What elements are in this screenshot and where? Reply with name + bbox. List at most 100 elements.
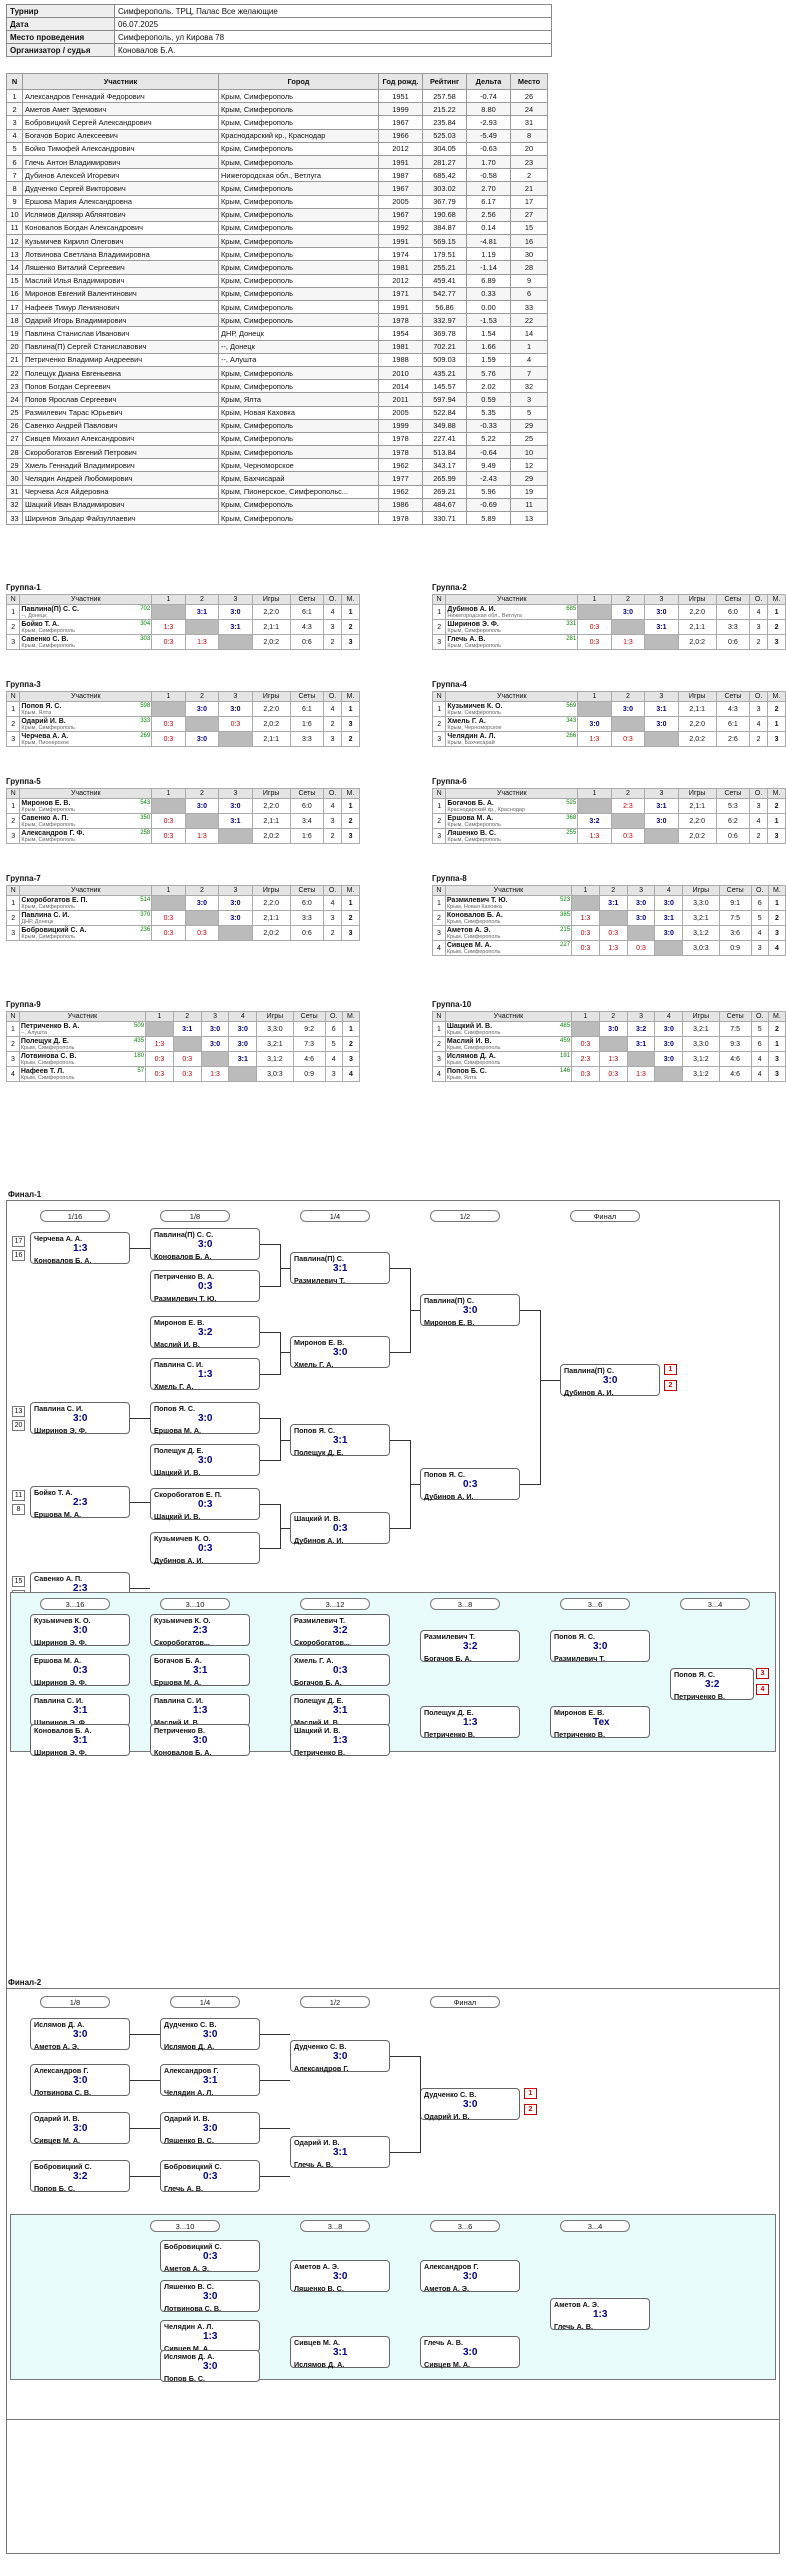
match-player-b: Попов Б. С. <box>164 2374 206 2383</box>
player-cell: 435.21 <box>422 365 467 381</box>
match-score: 1:3 <box>463 1717 478 1728</box>
bracket-line <box>260 2080 290 2081</box>
player-cell: 10 <box>510 445 548 460</box>
group-sets: 0:6 <box>715 634 751 650</box>
player-cell: Крым, Симферополь <box>218 497 379 513</box>
player-cell: Миронов Евгений Валентинович <box>22 286 219 302</box>
group-header-points: О. <box>323 691 343 702</box>
final1-round-label: 1/2 <box>430 1210 500 1222</box>
group-row-n: 1 <box>431 604 447 620</box>
group-header-sets: Сеты <box>715 594 751 605</box>
player-cell: 15 <box>510 220 548 236</box>
player-cell: 2014 <box>378 379 423 394</box>
player-cell: Крым, Симферополь <box>218 365 379 381</box>
player-cell: -1.14 <box>466 260 511 275</box>
match-player-b: Ширинов Э. Ф. <box>34 1426 87 1435</box>
group-score <box>577 604 612 620</box>
group-header-place: М. <box>341 1011 361 1022</box>
player-cell: -0.74 <box>466 88 511 104</box>
group-points: 4 <box>323 604 343 620</box>
group-score <box>571 895 600 911</box>
group-games: 2,0:2 <box>677 828 717 844</box>
group-score: 0:3 <box>184 925 220 941</box>
match-player-b: Размилевич Т. <box>554 1654 605 1663</box>
match-player-a: Полещук Д. Е. <box>424 1708 474 1717</box>
group-player-city: Крым, Симферополь <box>447 642 501 649</box>
group-score: 3:0 <box>644 716 679 732</box>
group-score: 2:3 <box>610 798 646 814</box>
player-cell: Крым, Симферополь <box>218 220 379 236</box>
player-cell: Савенко Андрей Павлович <box>22 418 219 433</box>
group-score: 3:1 <box>644 701 679 717</box>
group-header-n: N <box>5 788 21 799</box>
group-points: 3 <box>323 813 343 829</box>
group-header-name: Участник <box>19 788 153 799</box>
match-score: 3:0 <box>73 1413 88 1424</box>
match-score: Тех <box>593 1717 610 1728</box>
group-player-name: Савенко А. П. <box>21 814 69 822</box>
group-sets: 7:5 <box>718 910 752 926</box>
player-cell: 145.57 <box>422 379 467 394</box>
group-player-city: Крым, Ялта <box>446 1074 477 1081</box>
match-score: 3:0 <box>73 2075 88 2086</box>
group-games: 3,2:1 <box>682 1021 720 1037</box>
bracket-line <box>130 2128 160 2129</box>
match-score: 1:3 <box>198 1369 213 1380</box>
group-header-name: Участник <box>444 1011 573 1022</box>
group-score <box>184 813 220 829</box>
group-header-games: Игры <box>251 788 291 799</box>
group-header-points: О. <box>323 885 343 896</box>
seed-number: 4 <box>756 1684 769 1695</box>
player-cell: 2012 <box>378 273 423 288</box>
group-title: Группа-6 <box>432 777 467 786</box>
player-cell: 21 <box>6 352 23 367</box>
group-row-n: 1 <box>6 1021 20 1037</box>
group-header-col: 4 <box>654 885 684 896</box>
player-cell: 4 <box>510 352 548 367</box>
group-points: 2 <box>323 925 343 941</box>
group-row-n: 2 <box>5 716 21 732</box>
group-score <box>200 1051 230 1067</box>
match-score: 3:0 <box>463 2099 478 2110</box>
group-sets: 3:4 <box>289 813 325 829</box>
match-player-a: Полещук Д. Е. <box>294 1696 344 1705</box>
group-score: 1:3 <box>577 731 612 747</box>
player-cell: -0.63 <box>466 141 511 156</box>
match-player-b: Ширинов Э. Ф. <box>34 1748 87 1757</box>
consolation2-section <box>10 2214 776 2380</box>
seed-number: 2 <box>524 2104 537 2115</box>
group-score: 2:3 <box>571 1051 600 1067</box>
player-cell: 24 <box>6 392 23 407</box>
group-score <box>172 1036 202 1052</box>
match-score: 1:3 <box>193 1705 208 1716</box>
match-score: 1:3 <box>593 2309 608 2320</box>
group-games: 2,0:2 <box>677 731 717 747</box>
player-cell: 2 <box>510 168 548 183</box>
group-sets: 3:3 <box>715 619 751 635</box>
group-player-city: Крым, Симферополь <box>446 1059 501 1066</box>
match-player-a: Дудченко С. В. <box>424 2090 477 2099</box>
bracket-line <box>280 1352 290 1353</box>
group-player-rating: 459 <box>560 1037 571 1044</box>
group-place: 3 <box>341 634 360 650</box>
match-player-a: Ляшенко В. С. <box>164 2282 214 2291</box>
group-player-city: Крым, Симферополь <box>21 724 75 731</box>
player-cell: 525.03 <box>422 128 467 143</box>
group-score: 3:2 <box>626 1021 656 1037</box>
